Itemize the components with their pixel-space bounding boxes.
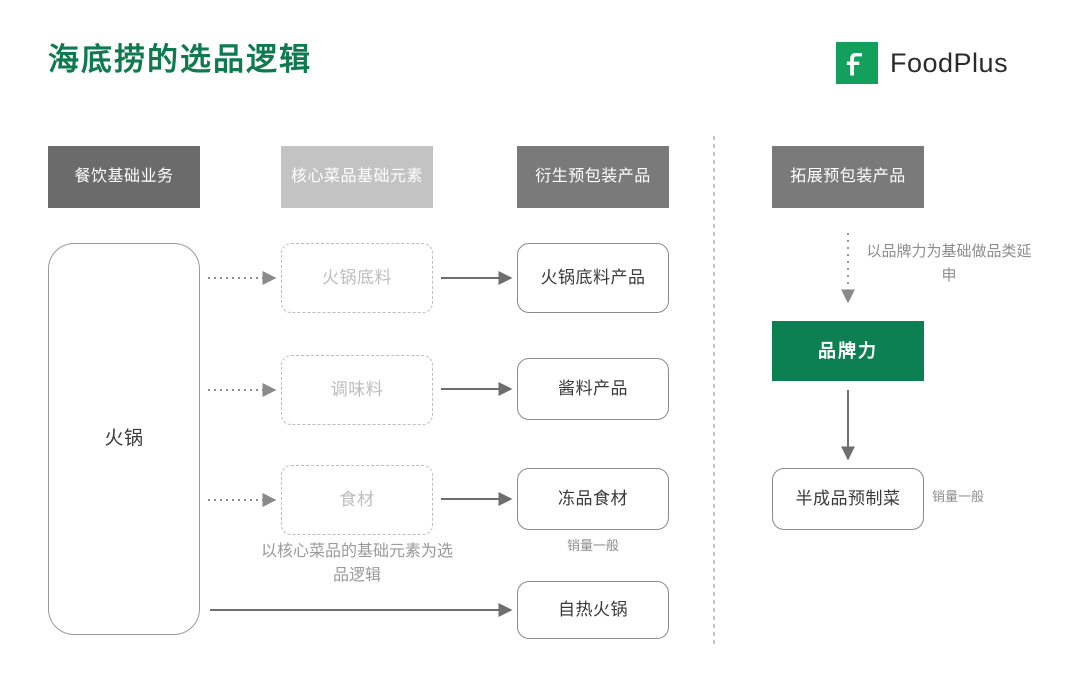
- column-header-expanded-products: 拓展预包装产品: [772, 146, 924, 208]
- foodplus-logo-icon: [836, 42, 878, 84]
- box-product-sauce: 酱料产品: [517, 358, 669, 420]
- box-element-seasoning: 调味料: [281, 355, 433, 425]
- box-element-ingredients: 食材: [281, 465, 433, 535]
- column-header-base-business: 餐饮基础业务: [48, 146, 200, 208]
- box-element-hotpot-base: 火锅底料: [281, 243, 433, 313]
- brand-logo: FoodPlus: [836, 42, 1008, 84]
- box-product-semi-finished-dishes: 半成品预制菜: [772, 468, 924, 530]
- brand-name: FoodPlus: [890, 48, 1009, 78]
- box-base-business-hotpot: 火锅: [48, 243, 200, 635]
- box-product-frozen-ingredients: 冻品食材: [517, 468, 669, 530]
- column-header-core-elements: 核心菜品基础元素: [281, 146, 433, 208]
- box-product-hotpot-base: 火锅底料产品: [517, 243, 669, 313]
- page-title: 海底捞的选品逻辑: [48, 42, 312, 77]
- caption-semi-finished-sales: 销量一般: [932, 489, 985, 504]
- box-product-self-heating-hotpot: 自热火锅: [517, 581, 669, 639]
- caption-frozen-ingredients-sales: 销量一般: [566, 538, 619, 553]
- element-selection-note: 以核心菜品的基础元素为选品逻辑: [260, 543, 453, 584]
- column-header-derived-products: 衍生预包装产品: [517, 146, 669, 208]
- box-brand-power: 品牌力: [772, 321, 924, 381]
- brand-extension-note: 以品牌力为基础做品类延申: [866, 243, 1032, 284]
